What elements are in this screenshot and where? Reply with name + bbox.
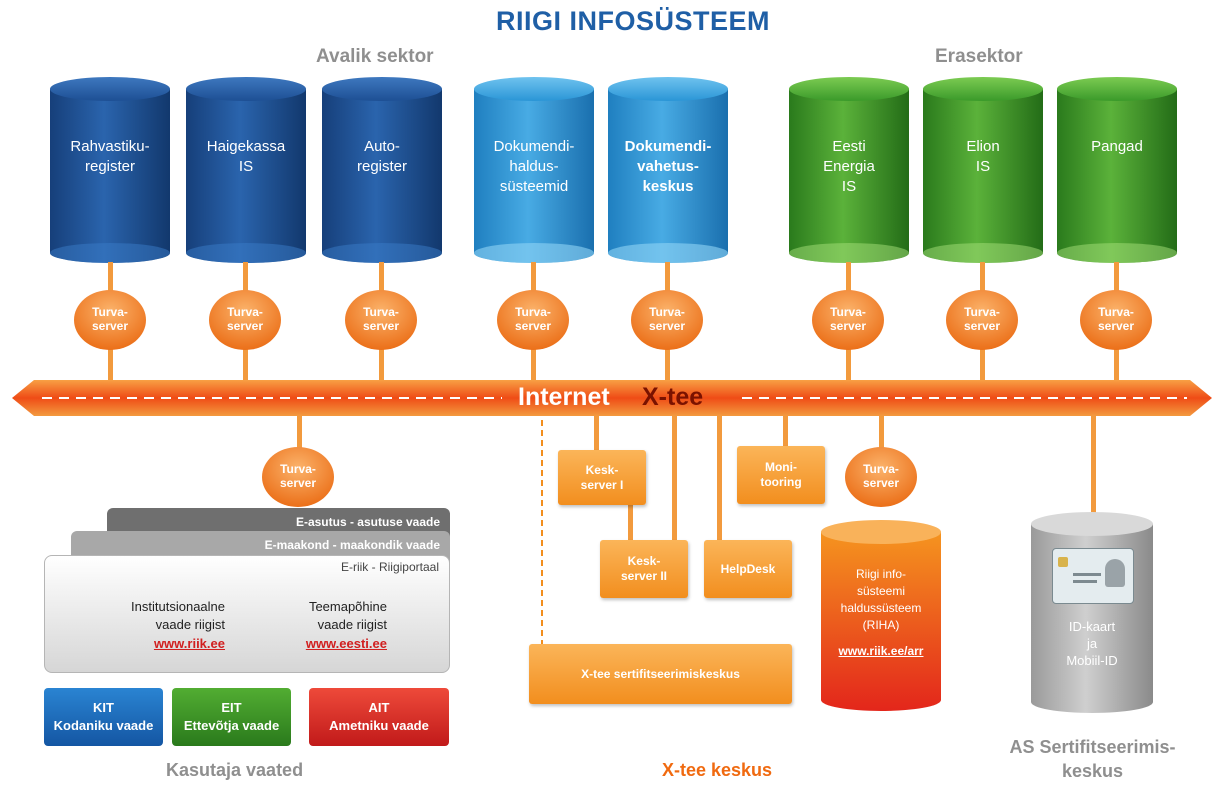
- portrait-icon: [1105, 559, 1125, 587]
- central-server-2: Kesk- server II: [600, 540, 688, 598]
- security-server-autoregister: Turva- server: [343, 288, 419, 352]
- security-server-pangad: Turva- server: [1078, 288, 1154, 352]
- helpdesk-box: HelpDesk: [704, 540, 792, 598]
- idcard-database: ID-kaart ja Mobiil-ID: [1030, 510, 1154, 715]
- xtee-certification-center: X-tee sertifitseerimiskeskus: [529, 644, 792, 704]
- connector-line: [717, 410, 722, 543]
- security-server-riha: Turva- server: [843, 445, 919, 509]
- database-autoregister: Auto- register: [320, 75, 444, 265]
- connector-line: [879, 410, 884, 450]
- riha-database: Riigi info- süsteemi haldussüsteem (RIHA…: [820, 518, 942, 713]
- view-eit[interactable]: EIT Ettevõtja vaade: [172, 688, 291, 746]
- database-label: Pangad: [1091, 138, 1143, 155]
- connector-line: [297, 410, 302, 450]
- tab-eriik[interactable]: E-riik - Riigiportaal: [340, 560, 439, 574]
- view-code: EIT: [221, 700, 242, 715]
- database-label: Elion IS: [966, 138, 1000, 175]
- database-label: Auto- register: [356, 138, 408, 175]
- database-label: Eesti Energia IS: [823, 138, 875, 195]
- eriik-portal: E-riik - Riigiportaal Institutsionaalne …: [44, 555, 450, 673]
- security-server-dokumendihaldus: Turva- server: [495, 288, 571, 352]
- diagram-title: RIIGI INFOSÜSTEEM: [495, 6, 771, 36]
- connector-line: [628, 505, 633, 543]
- public-sector-label: Avalik sektor: [316, 46, 434, 67]
- database-rahvastikuregister: Rahvastiku- register: [48, 75, 172, 265]
- database-label: Rahvastiku- register: [70, 138, 150, 175]
- view-label: Ametniku vaade: [329, 718, 429, 733]
- internet-label: Internet: [518, 383, 610, 411]
- riik-link[interactable]: www.riik.ee: [153, 636, 225, 651]
- security-server-eesti-energia: Turva- server: [810, 288, 886, 352]
- database-dokumendihaldussusteemid: Dokumendi- haldus- süsteemid: [472, 75, 596, 265]
- chip-icon: [1058, 557, 1068, 567]
- xtee-label: X-tee: [642, 383, 704, 411]
- view-label: Ettevõtja vaade: [183, 718, 280, 733]
- view-kit[interactable]: KIT Kodaniku vaade: [44, 688, 163, 746]
- database-elion: Elion IS: [921, 75, 1045, 265]
- connector-line: [1091, 410, 1096, 520]
- connector-line: [594, 410, 599, 450]
- database-haigekassa: Haigekassa IS: [184, 75, 308, 265]
- thematic-view: Teemapõhine vaade riigist: [308, 599, 387, 632]
- central-server-1: Kesk- server I: [558, 450, 646, 505]
- database-eesti-energia: Eesti Energia IS: [787, 75, 911, 265]
- id-card-image: [1052, 548, 1134, 604]
- security-server-rahvastikuregister: Turva- server: [72, 288, 148, 352]
- view-label: Kodaniku vaade: [53, 718, 154, 733]
- view-code: KIT: [93, 700, 114, 715]
- connector-line: [672, 410, 677, 543]
- caption-xtee-center: X-tee keskus: [662, 760, 773, 780]
- xtee-backbone: Internet X-tee: [12, 378, 1212, 418]
- security-server-dvk: Turva- server: [629, 288, 705, 352]
- database-pangad: Pangad: [1055, 75, 1179, 265]
- database-dokumendivahetuskeskus: Dokumendi- vahetus- keskus: [606, 75, 730, 265]
- caption-user-views: Kasutaja vaated: [166, 760, 304, 780]
- view-code: AIT: [368, 700, 390, 715]
- caption-as-cert: AS Sertifitseerimis- keskus: [1009, 737, 1176, 781]
- private-sector-label: Erasektor: [935, 46, 1023, 67]
- riha-link[interactable]: www.riik.ee/arr: [838, 644, 924, 658]
- connector-line: [783, 410, 788, 448]
- idcard-label: ID-kaart ja Mobiil-ID: [1066, 619, 1118, 668]
- view-ait[interactable]: AIT Ametniku vaade: [309, 688, 449, 746]
- institutional-view: Institutsionaalne vaade riigist: [131, 599, 225, 632]
- database-label: Dokumendi- haldus- süsteemid: [493, 138, 575, 195]
- security-server-portal: Turva- server: [260, 445, 336, 509]
- security-server-haigekassa: Turva- server: [207, 288, 283, 352]
- dashed-connector: [541, 410, 543, 646]
- security-server-elion: Turva- server: [944, 288, 1020, 352]
- riha-label: Riigi info- süsteemi haldussüsteem (RIHA…: [840, 567, 922, 632]
- eesti-link[interactable]: www.eesti.ee: [305, 636, 387, 651]
- database-label: Dokumendi- vahetus- keskus: [624, 138, 712, 195]
- monitoring-box: Moni- tooring: [737, 446, 825, 504]
- database-label: Haigekassa IS: [206, 138, 286, 175]
